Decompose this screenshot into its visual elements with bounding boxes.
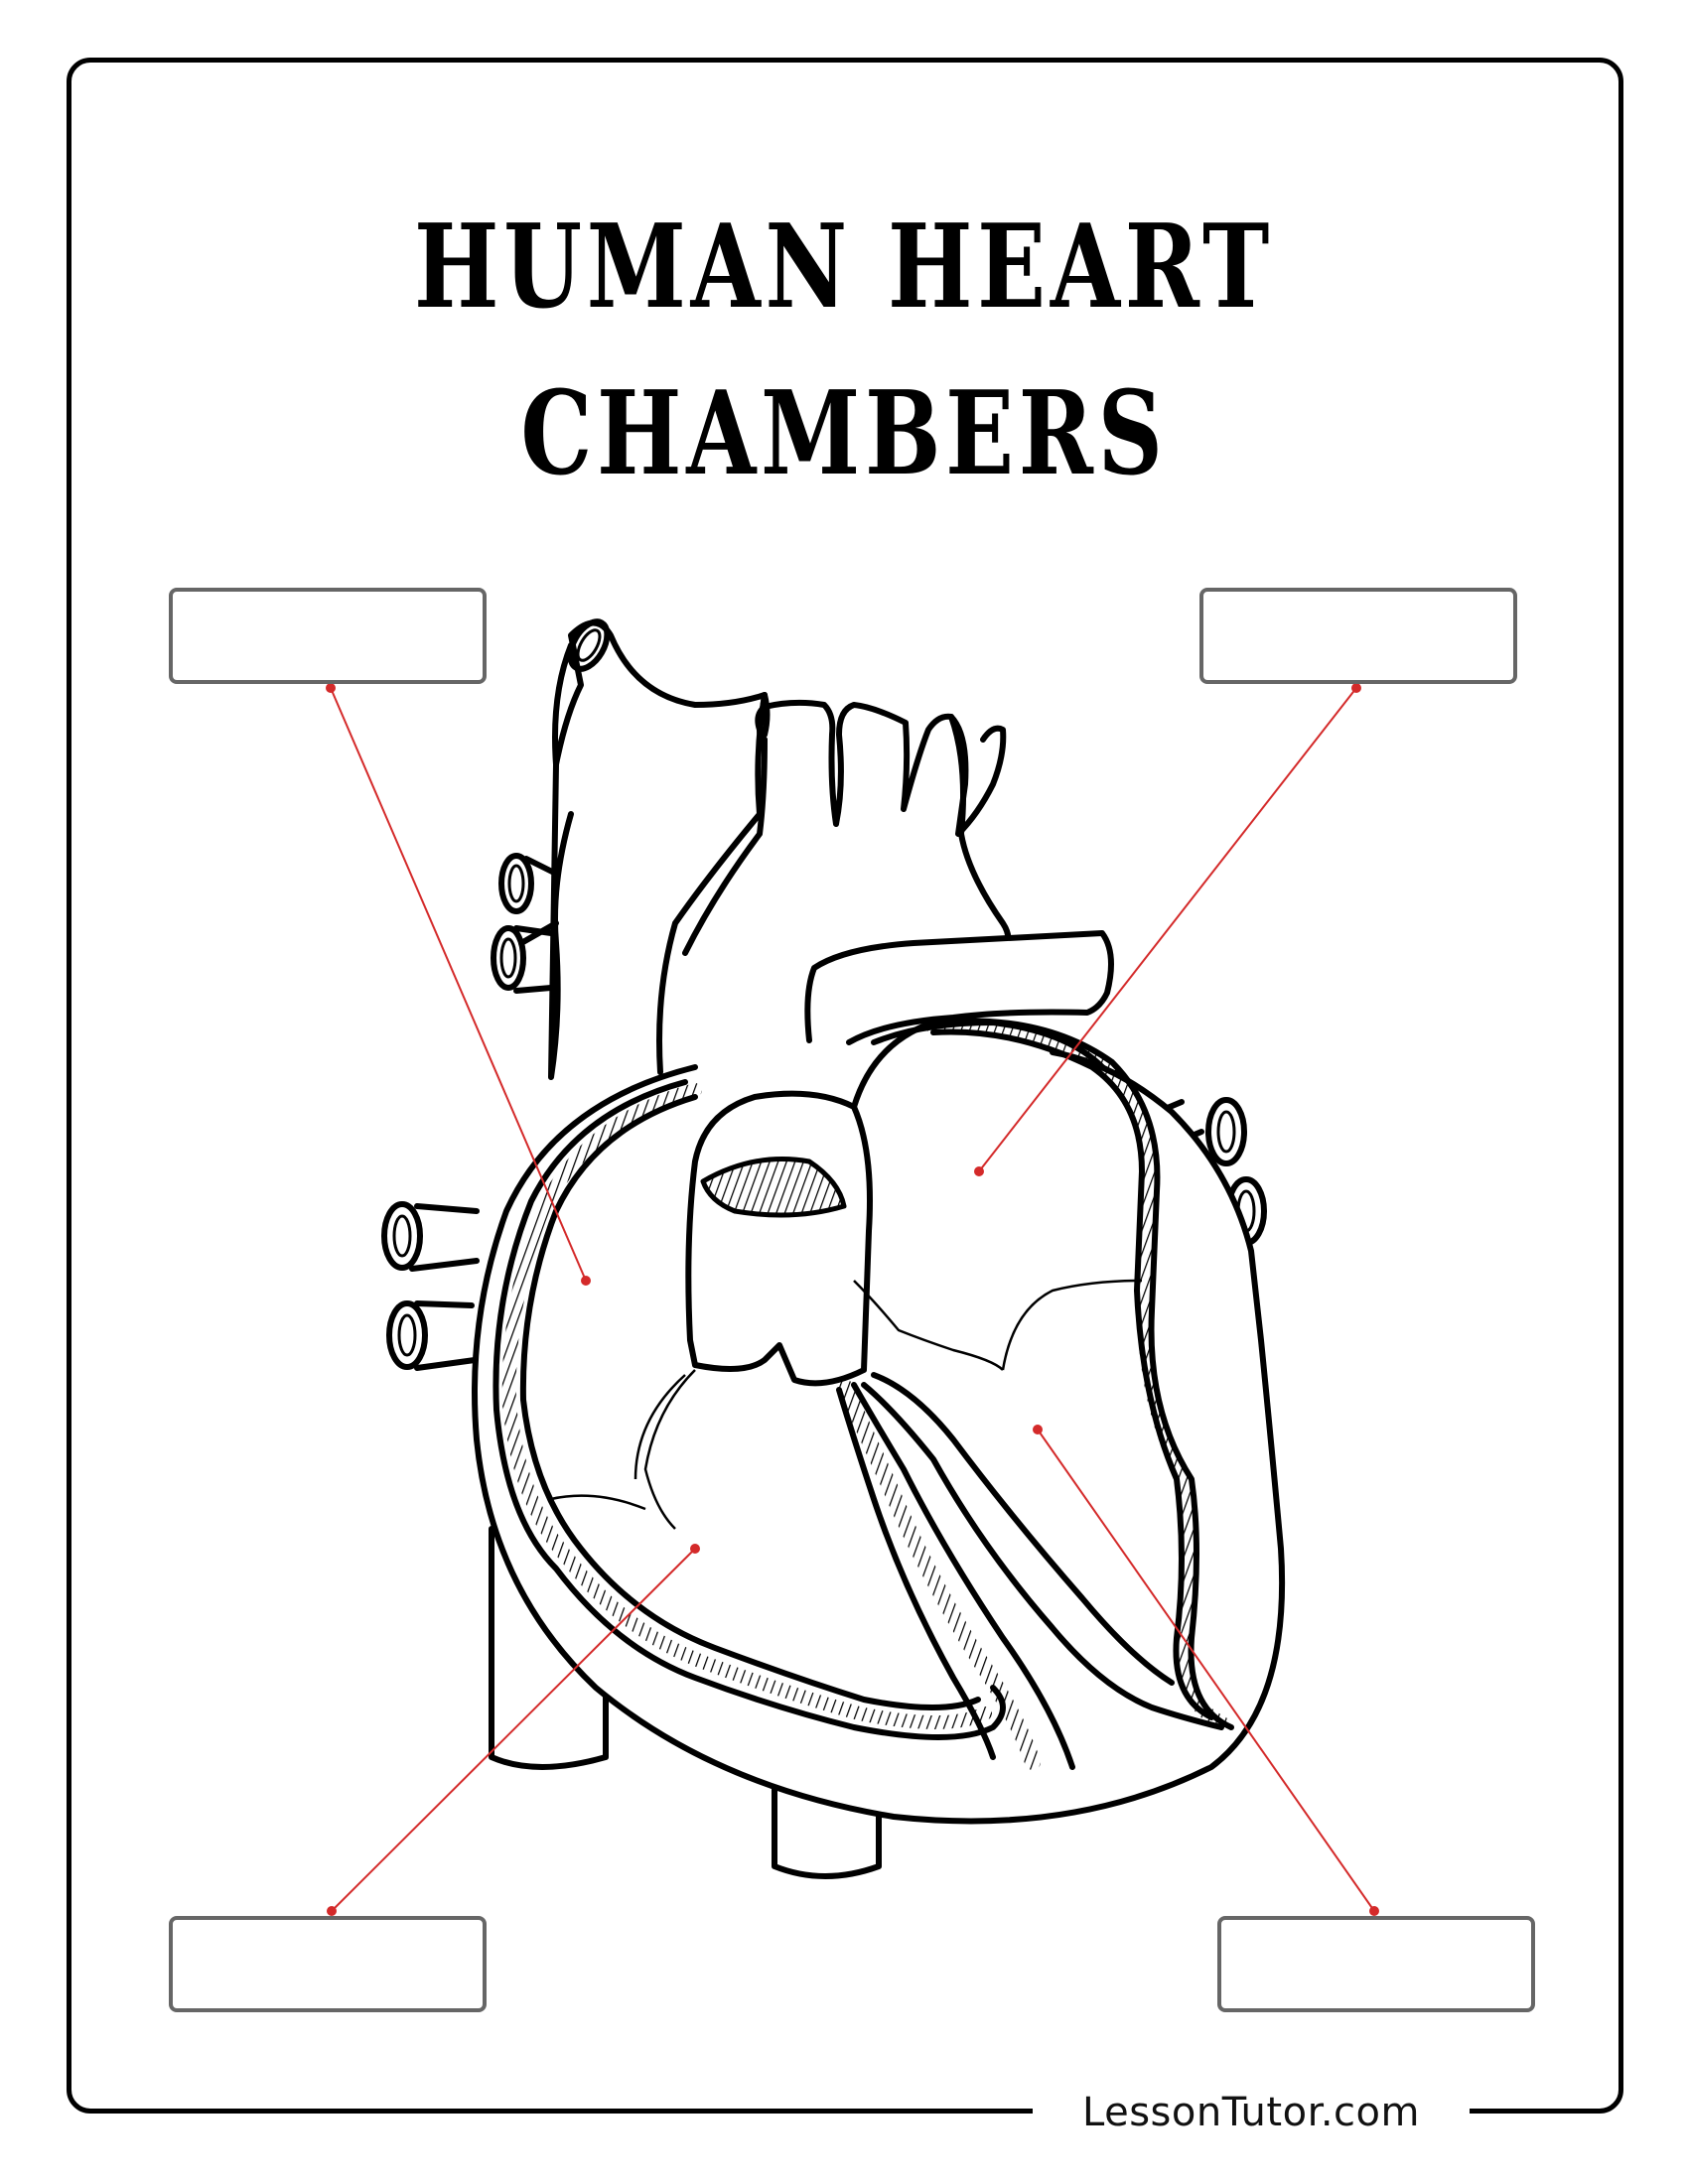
leader-lines bbox=[326, 683, 1379, 1916]
page-title: HUMAN HEART CHAMBERS bbox=[0, 184, 1688, 517]
label-box-right-ventricle[interactable] bbox=[169, 1916, 487, 2012]
title-line-1: HUMAN HEART bbox=[413, 200, 1275, 335]
label-box-left-atrium[interactable] bbox=[1199, 588, 1517, 684]
title-line-2: CHAMBERS bbox=[520, 366, 1168, 501]
footer-brand: LessonTutor.com bbox=[1033, 2085, 1470, 2140]
label-box-left-ventricle[interactable] bbox=[1217, 1916, 1535, 2012]
page-frame bbox=[67, 58, 1623, 2114]
label-box-right-atrium[interactable] bbox=[169, 588, 487, 684]
